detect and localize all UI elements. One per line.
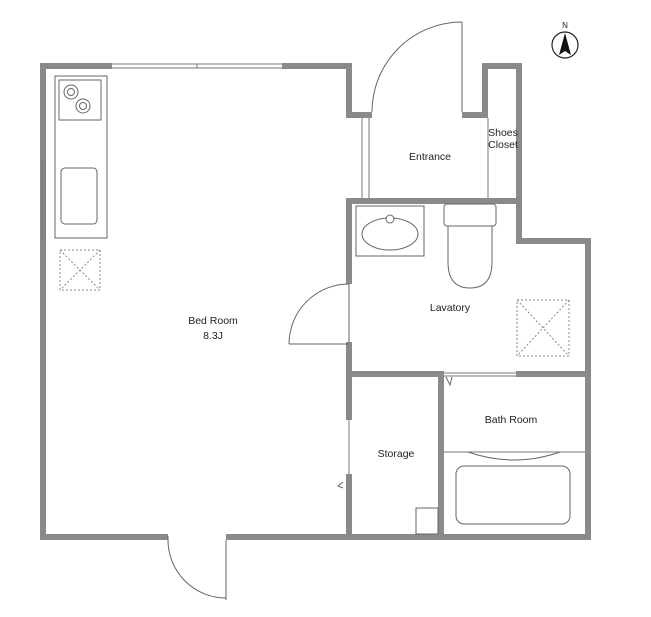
compass-label: N [562,21,568,30]
doors [167,21,463,600]
compass: N [551,21,579,59]
bathtub [444,451,585,525]
kitchen-counter [41,75,108,240]
storage-label: Storage [378,448,415,460]
vent-marker-bedroom [59,249,101,291]
shoes-closet-label-line1: Shoes [488,127,518,139]
lavatory-label: Lavatory [430,302,471,314]
shoes-closet-label-line2: Closet [488,139,518,151]
outer-walls [40,63,591,540]
vent-marker-lavatory [516,299,570,357]
wash-basin [355,205,425,257]
bed-room-size: 8.3J [203,330,223,342]
bed-room-label: Bed Room [188,315,238,327]
entrance-label: Entrance [409,151,451,163]
north-arrow-icon [559,33,571,55]
bath-room-label: Bath Room [485,414,538,426]
interior-walls [337,118,591,540]
toilet [443,203,497,289]
